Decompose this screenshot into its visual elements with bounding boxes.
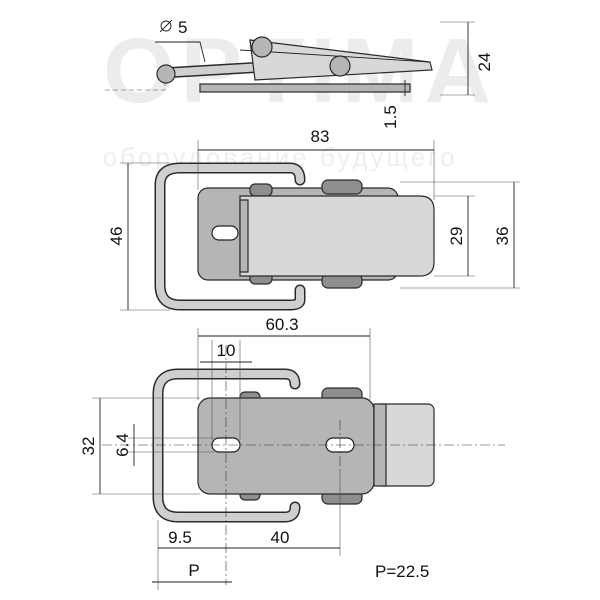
side-diameter-label: 5 xyxy=(178,18,187,37)
bottom-pitch-note: P=22.5 xyxy=(375,562,429,581)
bottom-height-label: 32 xyxy=(79,437,98,456)
bottom-view: 60.3 10 32 6.4 9.5 40 P P=22.5 xyxy=(79,315,505,590)
top-wire-loop-inner xyxy=(156,164,304,309)
side-view: 5 24 1.5 xyxy=(105,18,494,129)
top-view: 83 46 29 36 xyxy=(107,127,520,311)
top-lever-cover xyxy=(239,195,435,277)
diameter-symbol-icon xyxy=(160,20,172,32)
bottom-slot-label: 6.4 xyxy=(113,433,132,457)
side-phantom-hook xyxy=(105,82,166,91)
top-boss-1 xyxy=(249,183,273,197)
bottom-pitch-label: P xyxy=(188,561,199,580)
bottom-hole-spacing-label: 40 xyxy=(271,528,290,547)
side-height-label: 24 xyxy=(475,53,494,72)
side-pivot-rear xyxy=(329,55,351,77)
side-plate-label: 1.5 xyxy=(381,105,400,129)
side-wire-end xyxy=(156,64,176,84)
bottom-left-offset-label: 9.5 xyxy=(168,528,192,547)
top-body-height-label: 29 xyxy=(447,227,466,246)
side-pivot-front xyxy=(251,36,273,58)
top-lever-edge xyxy=(239,199,249,273)
side-base-plate xyxy=(199,83,411,93)
top-height-label: 46 xyxy=(107,227,126,246)
bottom-hole-span-label: 60.3 xyxy=(265,315,298,334)
diameter-leader xyxy=(155,41,206,63)
top-slot xyxy=(211,225,239,241)
top-boss-2 xyxy=(321,179,363,195)
side-lever-edge xyxy=(239,49,431,63)
top-overall-height-label: 36 xyxy=(493,227,512,246)
top-length-label: 83 xyxy=(311,127,330,146)
bottom-wire-loop-inner xyxy=(154,370,299,521)
bottom-offset-label: 10 xyxy=(217,341,236,360)
diameter-slash xyxy=(159,19,173,33)
